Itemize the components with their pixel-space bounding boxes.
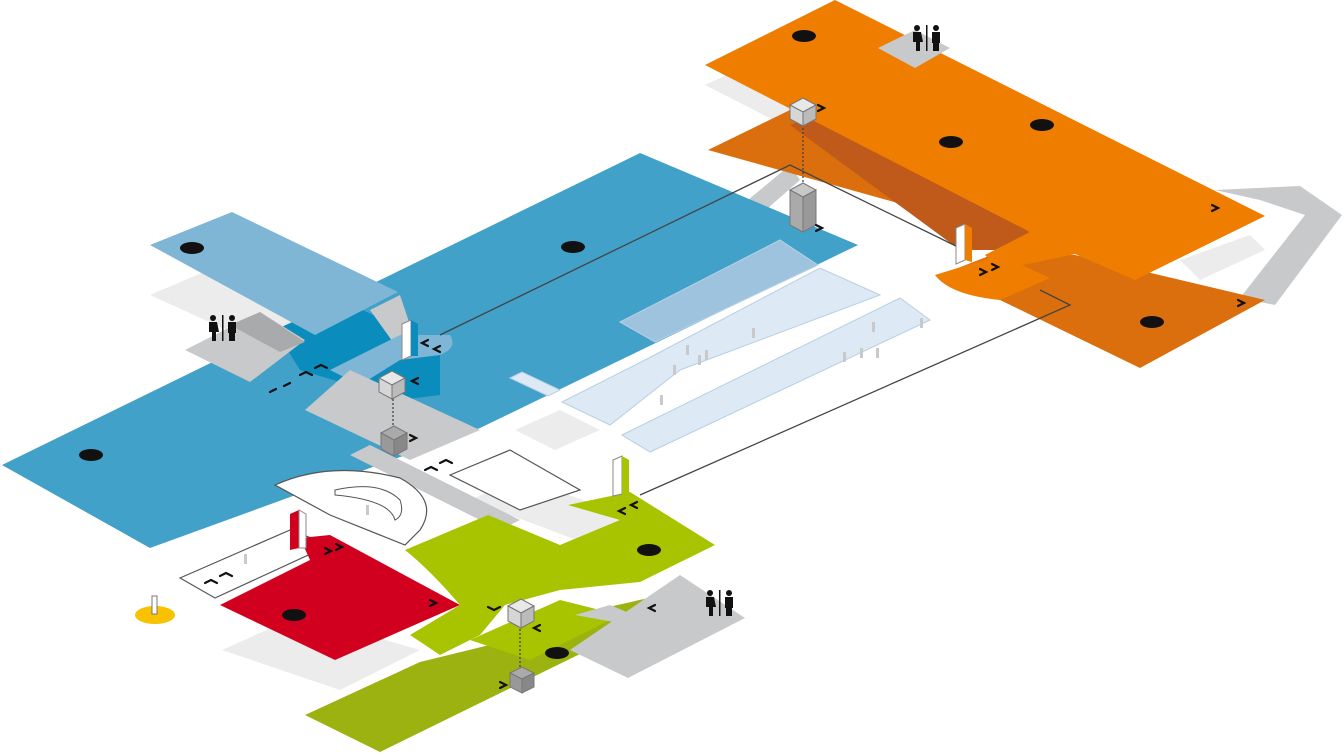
blue-restroom-area-dark xyxy=(230,312,305,352)
person-icon xyxy=(244,318,923,564)
curved-ramp xyxy=(334,486,403,521)
location-marker-icon[interactable] xyxy=(79,30,1164,659)
green-floor-lower xyxy=(305,592,680,752)
orange-floor-lower xyxy=(708,110,1265,368)
green-ramp xyxy=(575,605,670,630)
walkway xyxy=(350,445,520,530)
escalator-arrow-icon xyxy=(203,103,1247,690)
orange-floor-lower-shade xyxy=(790,110,1030,250)
orange-floor-upper xyxy=(705,0,1265,280)
info-point-icon[interactable] xyxy=(135,595,175,624)
blue-floor-upper xyxy=(150,212,398,335)
blue-landing xyxy=(330,335,453,385)
pale-blue-platforms xyxy=(508,239,931,453)
restroom-icon[interactable] xyxy=(209,25,940,616)
green-floor xyxy=(405,492,715,655)
stair-icon[interactable] xyxy=(290,223,972,550)
orange-ramp-right xyxy=(1215,186,1342,305)
red-floor xyxy=(220,535,460,660)
connection-lines xyxy=(392,120,1072,670)
orange-landing xyxy=(935,255,1050,300)
elevator-icon[interactable] xyxy=(377,97,818,694)
